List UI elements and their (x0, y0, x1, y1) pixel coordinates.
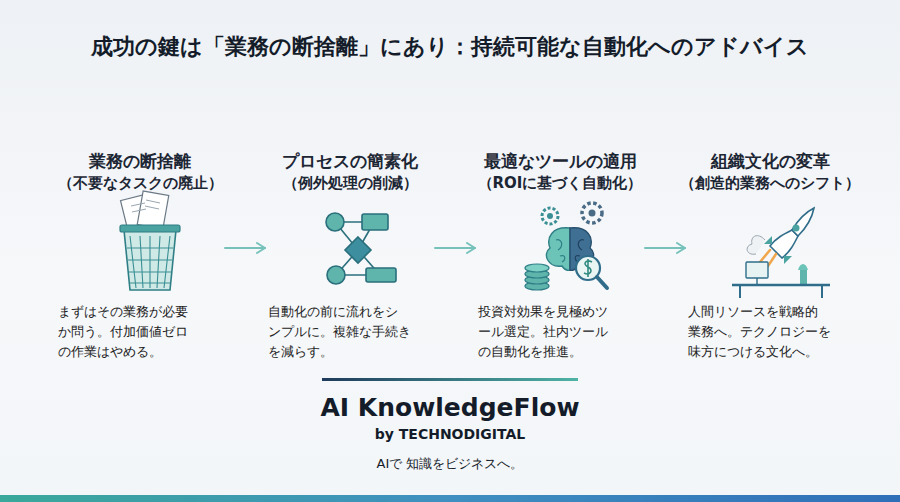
rocket-desk-icon (732, 284, 830, 287)
brand-name: AI KnowledgeFlow (0, 393, 900, 422)
flowchart-icon (326, 213, 344, 231)
rocket-desk-icon (821, 285, 823, 298)
step-column: 最適なツールの適用（ROIに基づく自動化）投資対効果を見極めツ ール選定。社内ツ… (475, 150, 645, 368)
rocket-desk-icon (764, 236, 792, 264)
separator-line (322, 378, 578, 381)
flowchart-icon (327, 266, 345, 284)
rocket-desk-icon (798, 264, 808, 270)
rocket-desk-icon (746, 262, 768, 278)
trash-basket-icon (127, 248, 173, 283)
roi-brain-icon (542, 208, 558, 224)
step-description: 人間リソースを戦略的 業務へ。テクノロジーを 味方につける文化へ。 (688, 302, 840, 362)
diagram-title: 成功の鍵は「業務の断捨離」にあり：持続可能な自動化へのアドバイス (0, 32, 900, 62)
rocket-desk-icon (756, 278, 757, 284)
flow-arrow (225, 247, 265, 249)
rocket-desk-icon (770, 230, 798, 258)
roi-brain-icon (584, 259, 592, 277)
roi-brain-icon (525, 264, 549, 272)
step-heading: 組織文化の変革 (670, 150, 870, 173)
rocket-desk-icon (792, 208, 814, 236)
step-subheading: （不要なタスクの廃止） (40, 174, 240, 193)
roi-brain-icon (582, 203, 602, 223)
rocket-desk-icon (793, 225, 800, 232)
trash-basket-icon (124, 230, 176, 290)
flowchart-icon (326, 213, 396, 284)
brand-company: by TECHNODIGITAL (0, 426, 900, 442)
rocket-desk-icon (732, 208, 830, 298)
roi-brain-icon (597, 277, 607, 288)
step-heading: 業務の断捨離 (40, 150, 240, 173)
rocket-desk-icon (800, 270, 807, 284)
roi-brain-icon (547, 213, 553, 219)
roi-brain-icon (525, 203, 607, 290)
roi-brain-icon (556, 240, 565, 262)
flowchart-icon (366, 268, 396, 282)
trash-basket-icon (131, 203, 145, 206)
rocket-desk-icon (739, 285, 741, 298)
trash-basket-icon (145, 206, 159, 209)
step-heading: プロセスの簡素化 (250, 150, 450, 173)
step-description: まずはその業務が必要 か問う。付加価値ゼロ の作業はやめる。 (58, 302, 210, 362)
footer-bar (0, 495, 900, 502)
flow-arrow (645, 247, 685, 249)
trash-basket-icon (120, 225, 180, 232)
step-column: プロセスの簡素化（例外処理の削減）自動化の前に流れをシ ンプルに。複雑な手続き … (265, 150, 435, 368)
step-subheading: （創造的業務へのシフト） (670, 174, 870, 193)
flowchart-icon (362, 214, 388, 230)
brand-tagline: AIで 知識をビジネスへ。 (0, 455, 900, 473)
trash-basket-icon (146, 200, 160, 203)
step-column: 組織文化の変革（創造的業務へのシフト）人間リソースを戦略的 業務へ。テクノロジー… (685, 150, 855, 368)
step-subheading: （例外処理の削減） (250, 174, 450, 193)
flowchart-icon (345, 237, 371, 263)
rocket-desk-icon (747, 236, 765, 255)
step-description: 自動化の前に流れをシ ンプルに。複雑な手続き を減らす。 (268, 302, 420, 362)
trash-basket-icon (132, 209, 146, 212)
trash-basket-icon (130, 236, 170, 288)
roi-brain-icon (589, 210, 596, 217)
step-description: 投資対効果を見極めツ ール選定。社内ツール の自動化を推進。 (478, 302, 630, 362)
step-heading: 最適なツールの適用 (460, 150, 660, 173)
roi-brain-icon (546, 228, 570, 271)
flow-arrow (435, 247, 475, 249)
step-column: 業務の断捨離（不要なタスクの廃止）まずはその業務が必要 か問う。付加価値ゼロ の… (55, 150, 225, 368)
step-subheading: （ROIに基づく自動化） (460, 174, 660, 193)
trash-basket-icon (120, 191, 180, 290)
